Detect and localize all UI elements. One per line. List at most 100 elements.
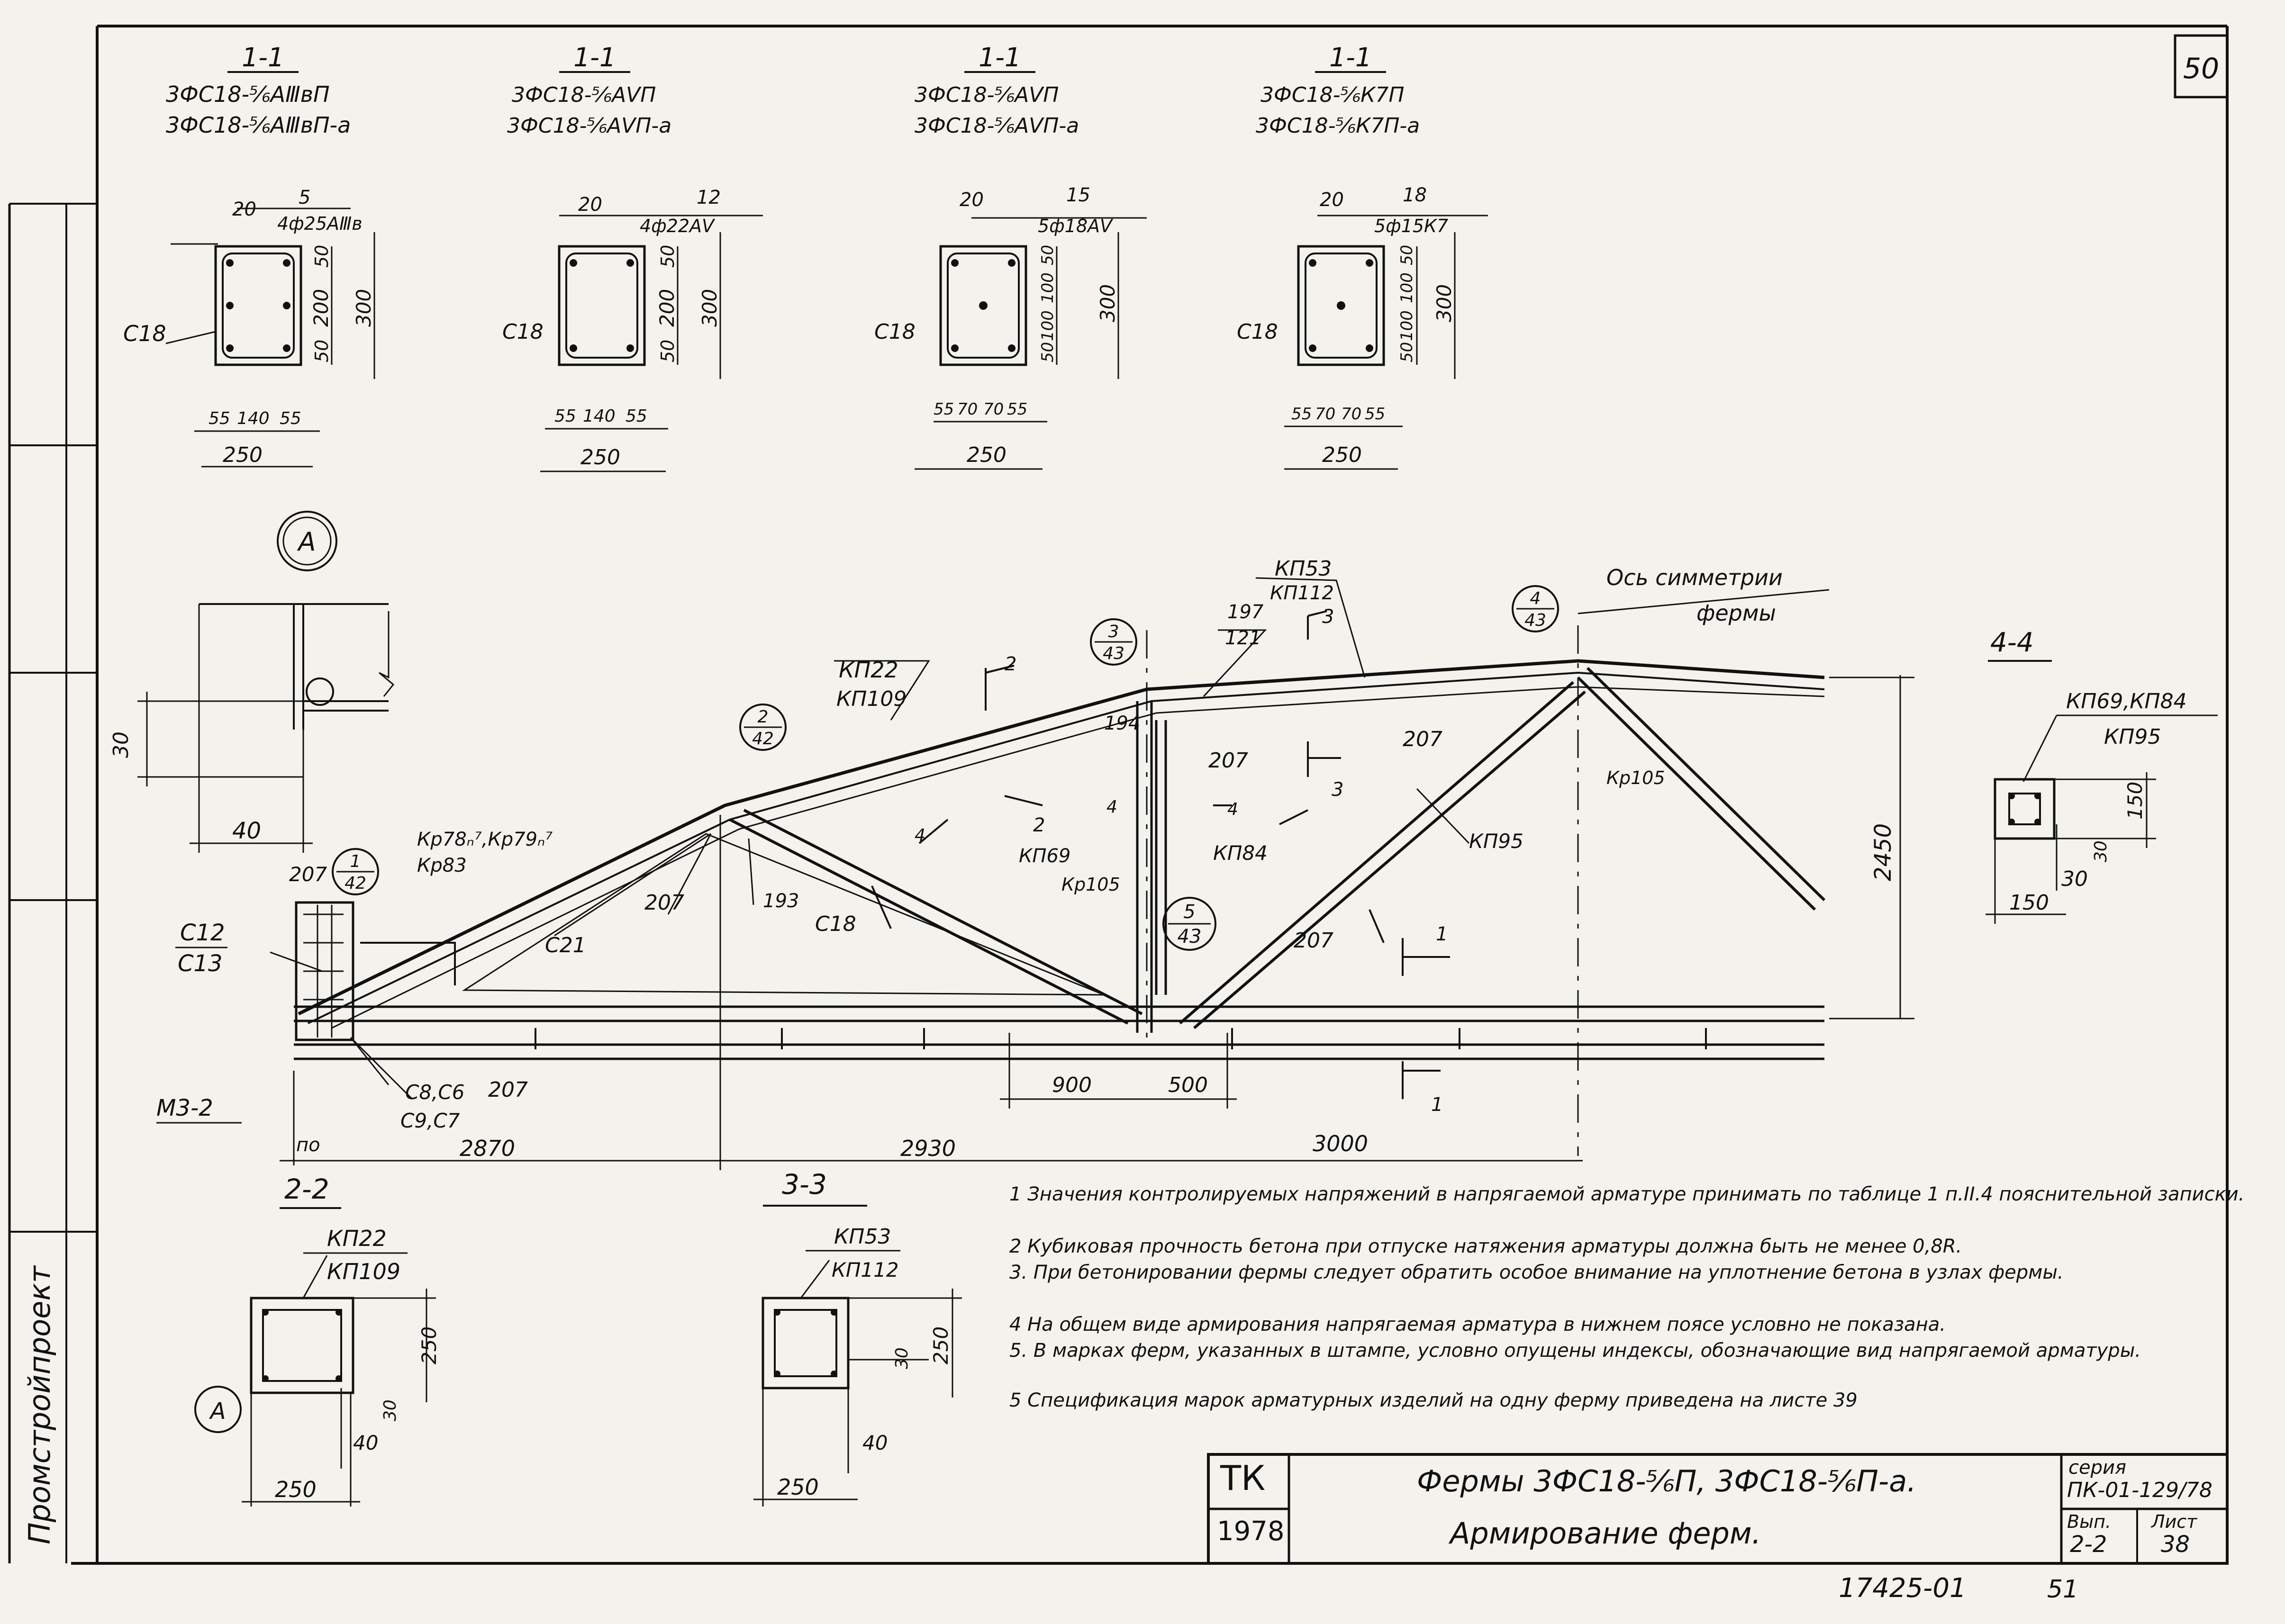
label-kp53: КП53 xyxy=(1275,557,1332,581)
dim-height: 300 xyxy=(352,289,375,327)
page-number: 50 xyxy=(2183,52,2219,85)
svg-text:43: 43 xyxy=(1524,611,1546,630)
detail-a: А 30 40 xyxy=(109,511,395,853)
diagonal-3 xyxy=(1577,667,1826,911)
dim-w2: 140 xyxy=(583,406,616,426)
dim-c: 30 xyxy=(892,1347,912,1369)
section-mark-2: 3ФС18-⁵⁄₆АⅤП-а xyxy=(507,114,671,138)
section-marks-1: КП22 xyxy=(327,1226,387,1251)
bubble-3-43: 3 43 xyxy=(1090,618,1137,666)
section-marks-2: КП112 xyxy=(832,1258,899,1281)
section-label: 3-3 xyxy=(782,1168,827,1200)
dim-mid2: 100 xyxy=(1397,310,1416,341)
dim-h: 150 xyxy=(2123,782,2147,820)
section-4-4: 4-4 КП69,КП84 КП95 150 30 30 150 xyxy=(1986,627,2218,924)
dim-top: 50 xyxy=(1038,245,1057,265)
dim-width: 250 xyxy=(223,443,263,467)
dim-w3: 55 xyxy=(626,406,647,426)
label-kr78: Кр78ₙ⁷,Кр79ₙ⁷ xyxy=(417,829,553,850)
dim-w4: 55 xyxy=(1365,405,1385,424)
dim-top: 50 xyxy=(657,245,678,268)
axis-label-2: фермы xyxy=(1696,600,1776,626)
cut-4: 4 xyxy=(1106,797,1117,817)
note-6: 5 Спецификация марок арматурных изделий … xyxy=(1009,1389,1858,1411)
rebar-spec: 4ф22АⅤ xyxy=(640,216,716,236)
cover-dim: 20 xyxy=(232,198,256,220)
dim-width: 250 xyxy=(580,445,620,469)
dim-w4: 55 xyxy=(1007,400,1027,419)
section-mark-2: 3ФС18-⁵⁄₆К7П-а xyxy=(1256,114,1420,138)
section-mark-1: 3ФС18-⁵⁄₆К7П xyxy=(1260,83,1404,107)
dim-w2: 140 xyxy=(237,409,270,428)
label-kp69: КП69 xyxy=(1019,845,1070,867)
dim-top: 50 xyxy=(1397,245,1416,265)
cut-4c: 4 xyxy=(915,826,925,845)
concrete-mark: С18 xyxy=(874,320,916,344)
dim-w2: 70 xyxy=(1315,405,1335,424)
dim-height: 300 xyxy=(1433,284,1456,322)
series-label: серия xyxy=(2068,1457,2127,1479)
bottom-chord xyxy=(294,1005,1824,1060)
title-line-1: Фермы 3ФС18-⁵⁄₆П, 3ФС18-⁵⁄₆П-а. xyxy=(1417,1464,1916,1498)
dim-mid2: 100 xyxy=(1038,310,1057,341)
note-5: 5. В марках ферм, указанных в штампе, ус… xyxy=(1009,1340,2141,1362)
bar-number: 15 xyxy=(1066,184,1090,206)
rebar-spec: 4ф25АⅢв xyxy=(277,213,363,234)
svg-text:42: 42 xyxy=(345,874,366,893)
dim-w1: 55 xyxy=(1291,405,1312,424)
svg-text:43: 43 xyxy=(1103,644,1124,663)
cut-2b: 2 xyxy=(1033,814,1045,836)
cut-2: 2 xyxy=(1005,653,1016,675)
dim-w1: 55 xyxy=(554,406,576,426)
sheet-label: Лист xyxy=(2151,1511,2197,1532)
cut-1: 1 xyxy=(1436,923,1448,945)
concrete-mark: С18 xyxy=(502,320,544,344)
section-label: 1-1 xyxy=(1329,42,1372,72)
bubble-2-42: 2 42 xyxy=(739,704,787,751)
label-kp109: КП109 xyxy=(836,687,907,711)
dim-bottom-1: 2870 xyxy=(460,1136,515,1161)
dim-width: 250 xyxy=(967,443,1006,467)
dim-w1: 55 xyxy=(209,409,230,428)
label-c13: С13 xyxy=(178,950,223,977)
side-stamp: Промстройпроект xyxy=(22,1265,57,1544)
note-3: 3. При бетонировании фермы следует обрат… xyxy=(1009,1262,2064,1283)
series-value: ПК-01-129/78 xyxy=(2067,1478,2212,1502)
title-line-2: Армирование ферм. xyxy=(1450,1516,1761,1551)
detail-bubble: А xyxy=(209,1398,226,1425)
diagonal-2 xyxy=(1179,681,1586,1029)
label-c18: С18 xyxy=(815,912,856,936)
dim-c: 30 xyxy=(381,1399,400,1421)
label-kp95: КП95 xyxy=(1469,830,1523,853)
cut-1b: 1 xyxy=(1431,1094,1443,1116)
truss-elevation: 1 42 2 42 3 43 4 43 5 43 Ось симметрии ф… xyxy=(156,557,1914,1170)
section-3-3: 3-3 КП53 КП112 250 30 40 250 xyxy=(753,1168,962,1507)
rebar-spec: 5ф18АⅤ xyxy=(1038,216,1114,236)
bottom-code: 17425-01 xyxy=(1839,1573,1967,1604)
section-mark-1: 3ФС18-⁵⁄₆АⅤП xyxy=(915,83,1059,107)
label-c9c7: С9,С7 xyxy=(400,1109,460,1132)
cover-dim: 20 xyxy=(960,189,984,211)
section-marks-2: КП109 xyxy=(327,1259,400,1284)
bar-number: 12 xyxy=(697,187,721,208)
dim-top: 50 xyxy=(311,245,332,268)
dim-bot: 50 xyxy=(311,340,332,362)
vertical-post xyxy=(1136,701,1153,1033)
label-kp84: КП84 xyxy=(1213,841,1268,865)
diagonal-1 xyxy=(729,809,1143,1025)
section-1-1-b: 1-1 3ФС18-⁵⁄₆АⅤП 3ФС18-⁵⁄₆АⅤП-а 20 12 4ф… xyxy=(502,42,763,472)
cut-4b: 4 xyxy=(1227,800,1238,819)
section-mark-2: 3ФС18-⁵⁄₆АⅤП-а xyxy=(915,114,1079,138)
label-kr105b: Кр105 xyxy=(1606,767,1665,788)
label-kp112: КП112 xyxy=(1270,582,1334,604)
note-4: 4 На общем виде армирования напрягаемая … xyxy=(1009,1314,1946,1335)
dim-bot: 50 xyxy=(1038,342,1057,362)
dim-w3: 70 xyxy=(1341,405,1361,424)
cut-3: 3 xyxy=(1322,606,1334,628)
label-207c: 207 xyxy=(1208,749,1248,773)
label-194: 194 xyxy=(1104,713,1140,734)
label-c12: С12 xyxy=(180,920,225,946)
bar-number: 5 xyxy=(299,187,310,208)
label-c8c6: С8,С6 xyxy=(405,1081,464,1104)
